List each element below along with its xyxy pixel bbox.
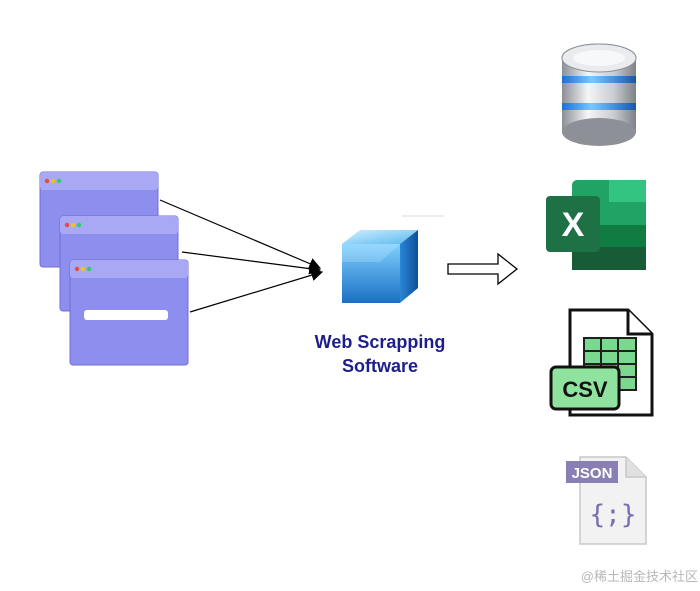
- json-braces-symbol: {;}: [590, 500, 637, 530]
- arrow-page-1: [159, 199, 322, 270]
- output-arrow: [447, 252, 519, 286]
- software-label: Web Scrapping Software: [290, 330, 470, 378]
- json-file-icon: JSON {;}: [566, 456, 647, 545]
- software-label-line2: Software: [341, 356, 419, 376]
- arrow-page-2: [181, 251, 322, 275]
- excel-icon: X: [546, 180, 646, 270]
- software-cube-icon: [342, 230, 418, 303]
- csv-label: CSV: [562, 377, 608, 402]
- excel-letter: X: [562, 206, 585, 244]
- input-arrows: [159, 199, 324, 313]
- watermark: @稀土掘金技术社区: [580, 569, 698, 584]
- csv-file-icon: CSV: [549, 308, 654, 417]
- web-pages-stack: [39, 171, 189, 366]
- json-label: JSON: [572, 465, 613, 482]
- software-label-line1: Web Scrapping: [314, 332, 446, 352]
- web-page-3: [69, 259, 189, 366]
- database-icon: [561, 43, 637, 146]
- arrow-page-3: [189, 269, 324, 313]
